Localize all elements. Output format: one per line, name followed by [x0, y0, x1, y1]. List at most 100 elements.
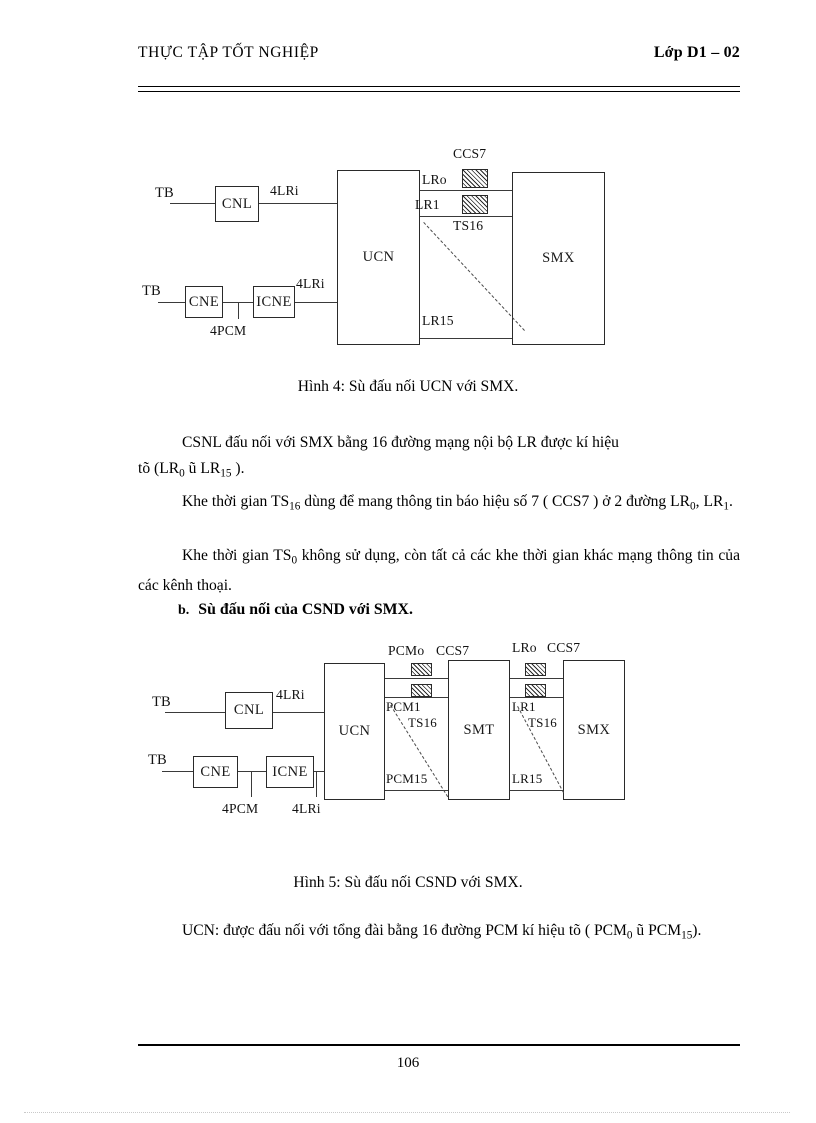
header-divider: [138, 86, 740, 92]
figure5-node-tb-bottom: TB: [148, 752, 167, 768]
figure-5-caption: Hình 5: Sù đấu nối CSND với SMX.: [293, 874, 523, 891]
paragraph-csnl-sub-15: 15: [220, 467, 232, 480]
figure5-label-lr15: LR15: [512, 771, 543, 786]
figure5-wire-cne-icne: [238, 771, 266, 772]
figure4-wire-icne-ucn: [295, 302, 338, 303]
paragraph-ucn: UCN: được đấu nối với tổng đài bằng 16 đ…: [138, 918, 740, 948]
figure4-node-cnl: CNL: [215, 186, 259, 222]
figure-4-caption: Hình 4: Sù đấu nối UCN với SMX.: [297, 378, 519, 395]
figure5-ccs7-marker-pcm0: [411, 663, 432, 676]
figure5-ccs7-marker-pcm1: [411, 684, 432, 697]
paragraph-csnl-line1: CSNL đấu nối với SMX bằng 16 đường mạng …: [182, 434, 619, 451]
paragraph-ts16-sub: 16: [289, 500, 301, 513]
figure5-label-ccs7-right: CCS7: [547, 640, 581, 655]
figure-4-diagram: TB CNL 4LRi TB CNE 4PCM ICNE 4LRi UCN SM…: [0, 0, 816, 360]
figure5-node-smx: SMX: [563, 660, 625, 800]
figure5-label-ccs7-left: CCS7: [436, 643, 470, 658]
paragraph-ts16-mid2: , LR: [695, 493, 724, 510]
figure5-node-smt: SMT: [448, 660, 510, 800]
figure5-node-cnl: CNL: [225, 692, 273, 729]
figure4-wire-lr1: [420, 216, 512, 217]
paragraph-ucn-sub-15: 15: [681, 929, 693, 942]
figure4-node-cne: CNE: [185, 286, 223, 318]
figure5-ccs7-marker-lr0: [525, 663, 546, 676]
paragraph-lr0-sub: 0: [690, 500, 696, 513]
paragraph-csnl-line2-pre: tõ (LR: [138, 460, 180, 477]
paragraph-ts16-post: .: [728, 493, 733, 510]
paragraph-csnl-line2-mid: ũ LR: [184, 460, 221, 477]
figure5-wire-lr0: [510, 678, 563, 679]
figure5-tap-4pcm: [251, 771, 252, 797]
figure5-node-ucn: UCN: [324, 663, 385, 800]
figure4-label-ccs7: CCS7: [453, 146, 487, 161]
figure4-node-icne: ICNE: [253, 286, 295, 318]
paragraph-ts0-post: không sử dụng, còn tất cả các khe thời g…: [138, 547, 740, 595]
figure-5-diagram: TB CNL 4LRi TB CNE 4PCM ICNE 4LRi UCN SM…: [148, 640, 625, 816]
figure4-wire-cnl-ucn: [259, 203, 338, 204]
figure5-wire-pcm0: [385, 678, 448, 679]
paragraph-ts16: Khe thời gian TS16 dùng để mang thông ti…: [138, 489, 740, 519]
figure5-label-pcm15: PCM15: [386, 771, 428, 786]
scan-artifact-line: [24, 1112, 790, 1113]
paragraph-csnl: CSNL đấu nối với SMX bằng 16 đường mạng …: [138, 430, 740, 486]
figure5-label-ts16-right: TS16: [528, 715, 557, 730]
header-right-title: Lớp D1 – 02: [653, 44, 740, 61]
figure4-node-tb-top: TB: [155, 185, 174, 201]
paragraph-ts0: Khe thời gian TS0 không sử dụng, còn tất…: [138, 543, 740, 599]
paragraph-lr1-sub: 1: [723, 500, 729, 513]
figure5-label-pcm0: PCMo: [388, 643, 425, 658]
paragraph-ucn-sub-0: 0: [626, 929, 633, 942]
figure5-label-ts16-left: TS16: [408, 715, 437, 730]
page-number: 106: [396, 1055, 420, 1071]
figure5-node-cne: CNE: [193, 756, 238, 788]
figure4-tap-4pcm: [238, 302, 239, 319]
figure4-label-lr1: LR1: [415, 197, 440, 212]
figure5-wire-lr15: [510, 790, 563, 791]
figure4-ccs7-marker-lr0: [462, 169, 488, 188]
paragraph-ucn-pre: UCN: được đấu nối với tổng đài bằng 16 đ…: [182, 922, 627, 939]
figure5-label-4pcm: 4PCM: [222, 801, 259, 816]
figure4-label-link-top: 4LRi: [270, 183, 299, 198]
section-heading-b-text: Sù đấu nối của CSND với SMX.: [198, 601, 413, 618]
figure4-label-lr0: LRo: [422, 172, 447, 187]
figure4-label-link-bottom: 4LRi: [296, 276, 325, 291]
header-left-title: THỰC TẬP TỐT NGHIỆP: [138, 44, 319, 61]
paragraph-csnl-line2-post: ).: [231, 460, 245, 477]
figure4-wire-lr15: [420, 338, 512, 339]
figure4-node-ucn: UCN: [337, 170, 420, 345]
paragraph-ucn-post: ).: [692, 922, 702, 939]
figure4-node-smx: SMX: [512, 172, 605, 345]
figure4-label-ts16: TS16: [453, 218, 484, 233]
figure5-wire-cnl-ucn: [273, 712, 324, 713]
figure5-wire-lr1: [510, 697, 563, 698]
figure5-tap-4lri: [316, 771, 317, 797]
section-heading-b: b. Sù đấu nối của CSND với SMX.: [178, 601, 413, 619]
figure5-label-lr0: LRo: [512, 640, 537, 655]
figure5-wire-pcm15: [385, 790, 448, 791]
footer-divider: [138, 1044, 740, 1046]
figure5-wire-icne-ucn: [314, 771, 324, 772]
figure5-wire-tb-cne: [162, 771, 193, 772]
figure4-wire-tb-cne: [158, 302, 185, 303]
paragraph-csnl-sub-0: 0: [179, 467, 185, 480]
figure5-node-tb-top: TB: [152, 694, 171, 710]
figure5-label-pcm1: PCM1: [386, 699, 421, 714]
figure5-wire-pcm1: [385, 697, 448, 698]
figure5-label-link-bottom: 4LRi: [292, 801, 321, 816]
figure4-wire-tb-cnl: [170, 203, 215, 204]
figure5-ccs7-marker-lr1: [525, 684, 546, 697]
figure4-label-4pcm: 4PCM: [210, 323, 247, 338]
paragraph-ts0-pre: Khe thời gian TS: [182, 547, 292, 564]
page-header: THỰC TẬP TỐT NGHIỆP Lớp D1 – 02: [138, 44, 740, 68]
figure4-node-tb-bottom: TB: [142, 283, 161, 299]
paragraph-ts0-sub: 0: [291, 554, 298, 567]
figure5-label-lr1: LR1: [512, 699, 536, 714]
figure4-wire-lr0: [420, 190, 512, 191]
section-heading-b-marker: b.: [178, 603, 190, 618]
figure5-node-icne: ICNE: [266, 756, 314, 788]
paragraph-ucn-mid: ũ PCM: [632, 922, 682, 939]
paragraph-ts16-mid: dùng để mang thông tin báo hiệu số 7 ( C…: [300, 493, 691, 510]
paragraph-ts16-pre: Khe thời gian TS: [182, 493, 290, 510]
figure4-label-lr15: LR15: [422, 313, 454, 328]
